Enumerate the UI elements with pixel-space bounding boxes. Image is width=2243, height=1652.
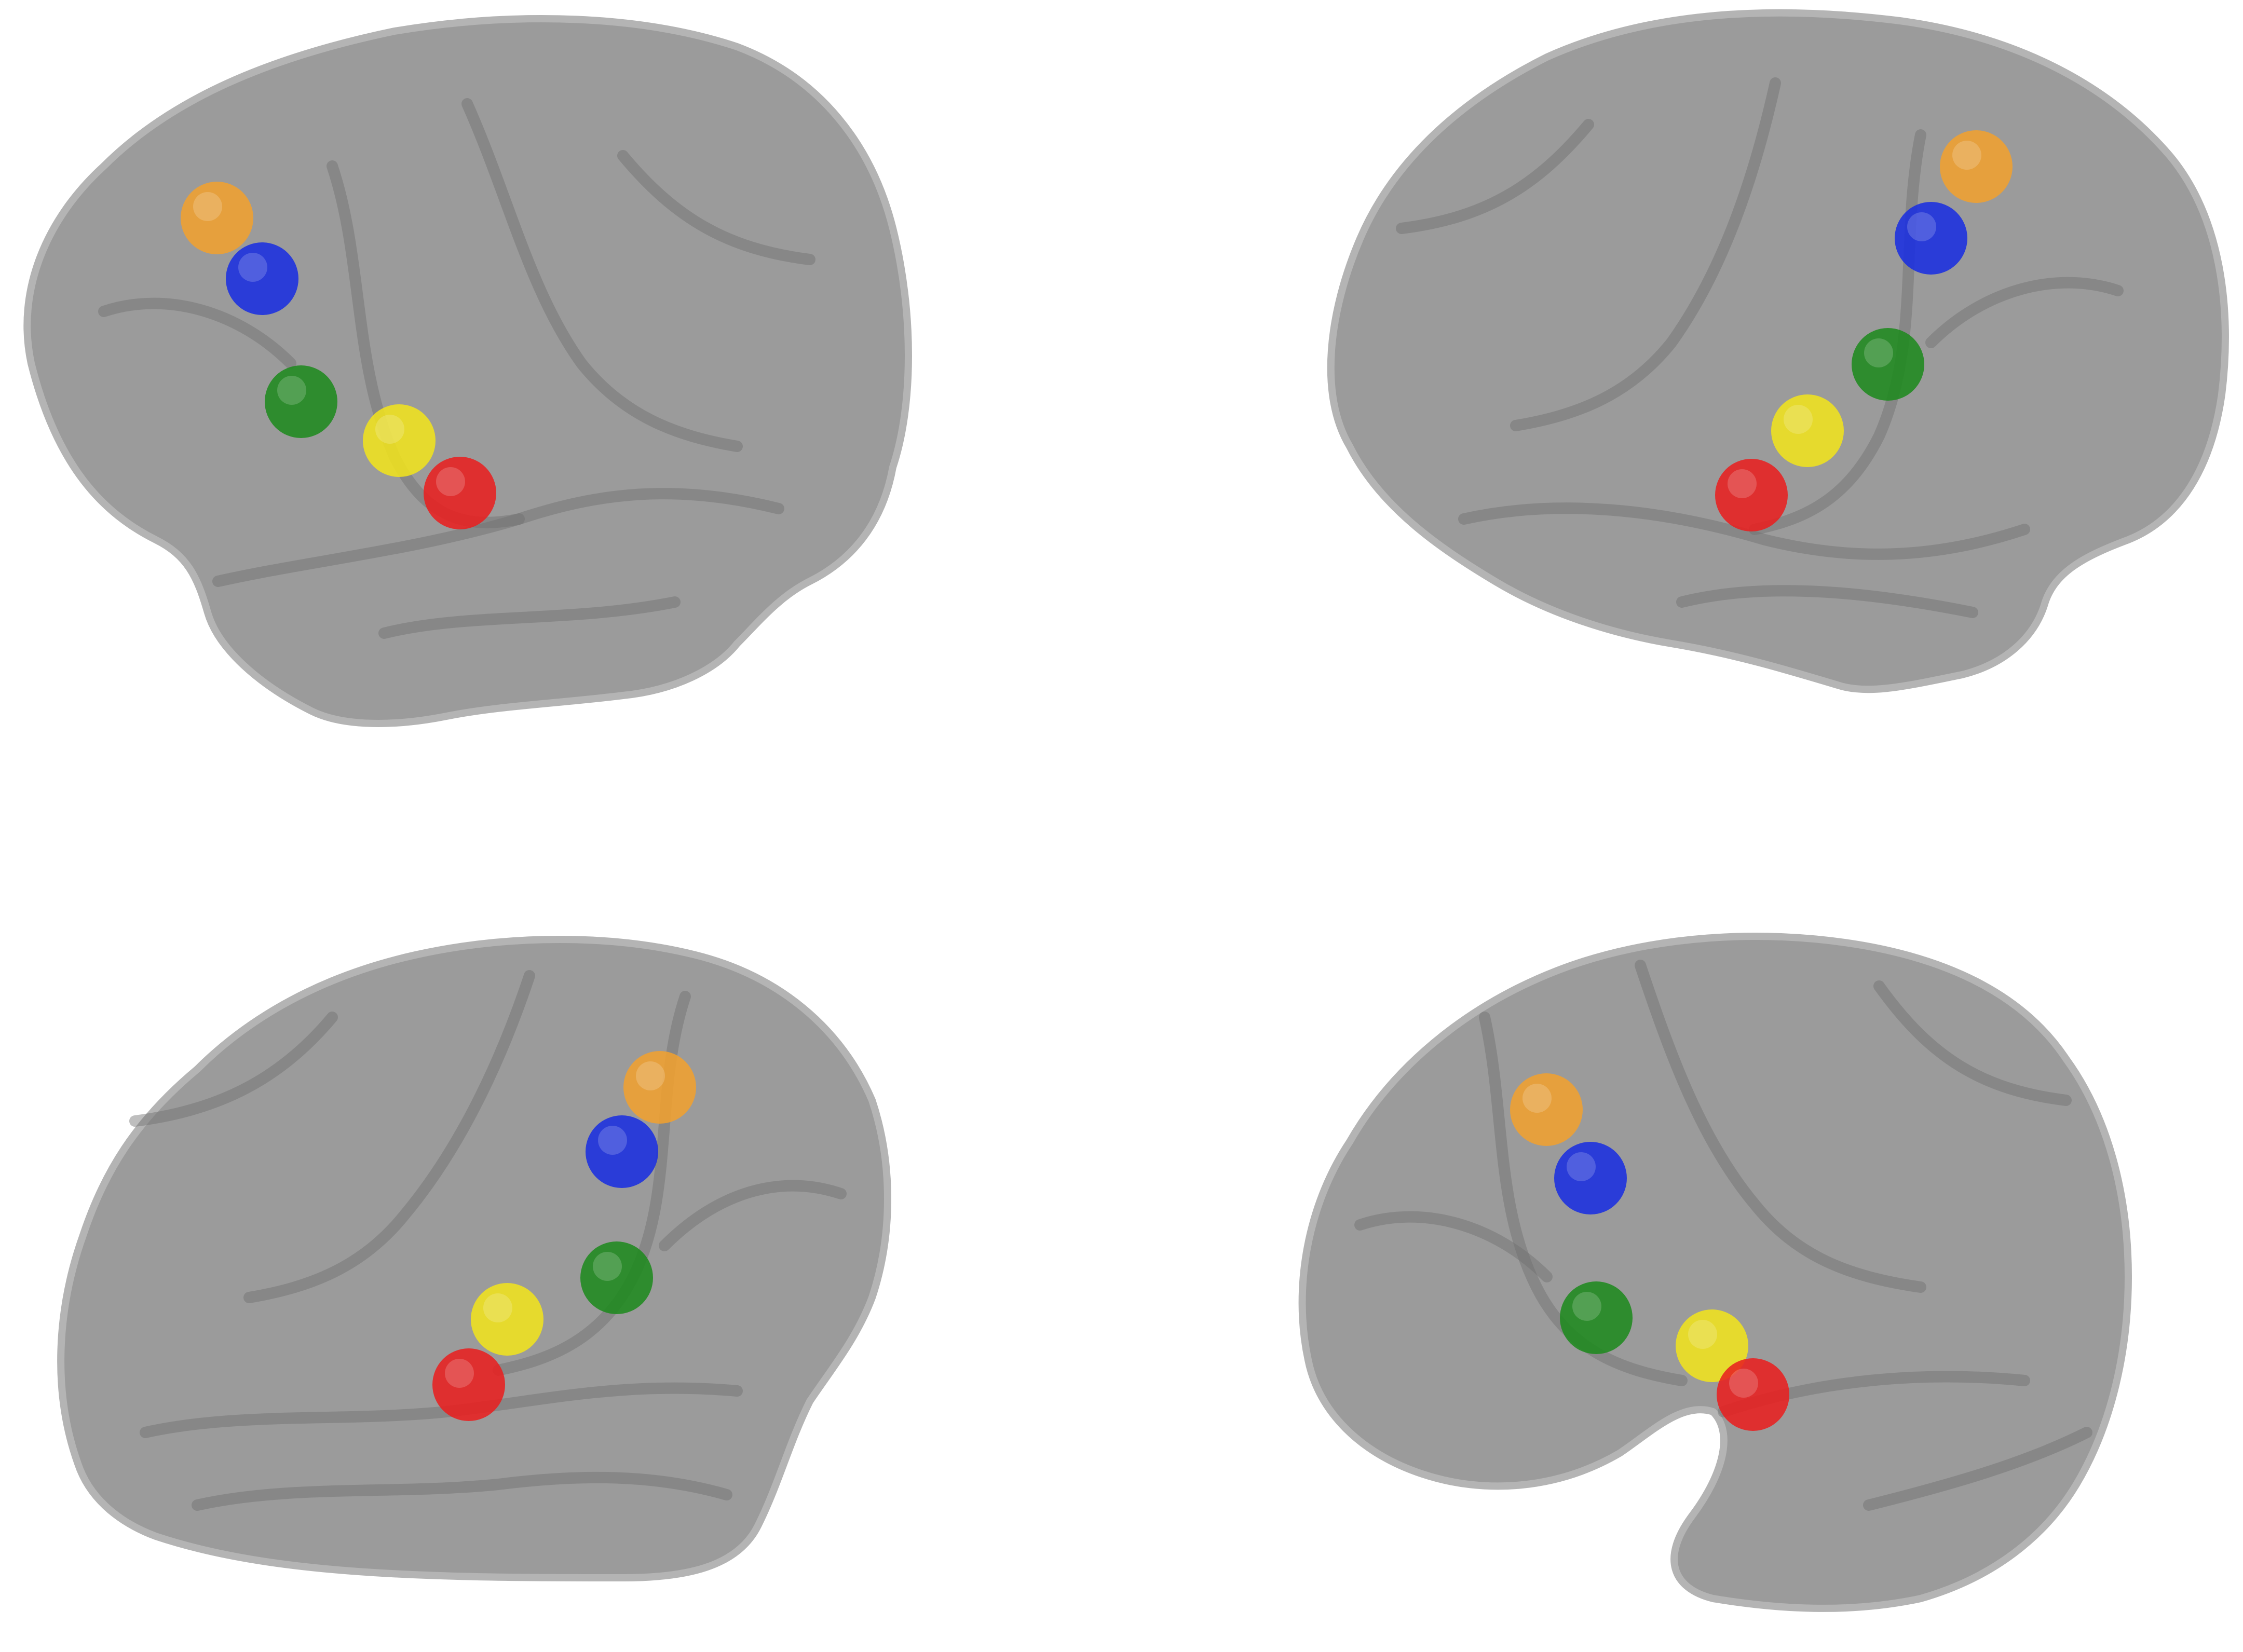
electrode-blue — [1895, 202, 1967, 275]
brain-fold — [378, 596, 681, 639]
brain-fold — [659, 1180, 847, 1251]
right-lateral-view-2 — [1298, 933, 2132, 1612]
brain-fold — [1396, 119, 1594, 234]
brain-outline — [23, 15, 912, 727]
left-lateral-view — [23, 15, 912, 727]
electrode-green — [265, 365, 337, 438]
electrode-orange — [181, 182, 253, 254]
electrode-highlight — [593, 1252, 622, 1281]
electrode-highlight — [1522, 1084, 1552, 1113]
electrode-yellow — [363, 404, 436, 477]
electrodes-panel-4 — [1510, 1073, 1789, 1431]
electrode-red — [1715, 459, 1788, 531]
electrode-highlight — [1784, 405, 1813, 434]
brain-fold — [1354, 1211, 1553, 1282]
brain-outline — [1298, 933, 2132, 1612]
electrode-highlight — [1907, 212, 1936, 241]
electrode-orange — [1940, 130, 2013, 203]
electrode-highlight — [193, 192, 222, 221]
electrode-highlight — [1729, 1369, 1758, 1398]
electrode-highlight — [1952, 141, 1981, 170]
electrode-highlight — [1728, 469, 1757, 498]
electrode-highlight — [238, 253, 267, 282]
electrode-highlight — [636, 1061, 665, 1090]
brain-fold — [129, 1012, 338, 1127]
electrode-yellow — [1676, 1309, 1748, 1382]
brain-fold — [1458, 502, 2030, 560]
brain-fold — [1676, 585, 1978, 618]
electrode-highlight — [1567, 1152, 1596, 1181]
electrodes-panel-1 — [181, 182, 496, 529]
electrode-highlight — [375, 415, 404, 444]
brain-fold — [192, 1471, 732, 1511]
electrode-red — [424, 457, 496, 529]
electrode-green — [580, 1241, 653, 1314]
electrode-highlight — [483, 1293, 512, 1322]
brain-fold — [1635, 960, 1926, 1293]
electrode-highlight — [445, 1359, 474, 1388]
brain-fold — [1863, 1427, 2092, 1511]
electrode-green — [1852, 328, 1924, 401]
electrode-yellow — [1771, 394, 1844, 467]
electrode-highlight — [436, 467, 465, 496]
electrode-red — [1717, 1358, 1789, 1431]
electrode-blue — [586, 1115, 658, 1188]
brain-fold — [1873, 980, 2072, 1106]
electrode-orange — [1510, 1073, 1583, 1146]
electrode-red — [432, 1348, 505, 1421]
brain-fold — [212, 488, 784, 587]
brain-fold — [243, 970, 535, 1303]
brain-fold — [1479, 1012, 1688, 1386]
electrode-highlight — [1572, 1292, 1601, 1321]
electrode-highlight — [277, 376, 306, 405]
brain-fold — [1925, 277, 2124, 348]
electrode-orange — [623, 1051, 696, 1124]
brain-fold — [617, 150, 815, 265]
brain-fold — [1510, 77, 1781, 431]
electrode-highlight — [598, 1126, 627, 1155]
electrode-green — [1560, 1281, 1633, 1354]
brain-fold — [461, 98, 743, 452]
brain-fold — [98, 297, 296, 369]
electrode-yellow — [471, 1283, 543, 1356]
electrodes-panel-3 — [432, 1051, 696, 1421]
electrode-blue — [226, 242, 298, 315]
electrode-highlight — [1688, 1320, 1717, 1349]
electrode-highlight — [1864, 338, 1893, 367]
electrode-blue — [1554, 1142, 1627, 1214]
electrodes-panel-2 — [1715, 130, 2013, 531]
